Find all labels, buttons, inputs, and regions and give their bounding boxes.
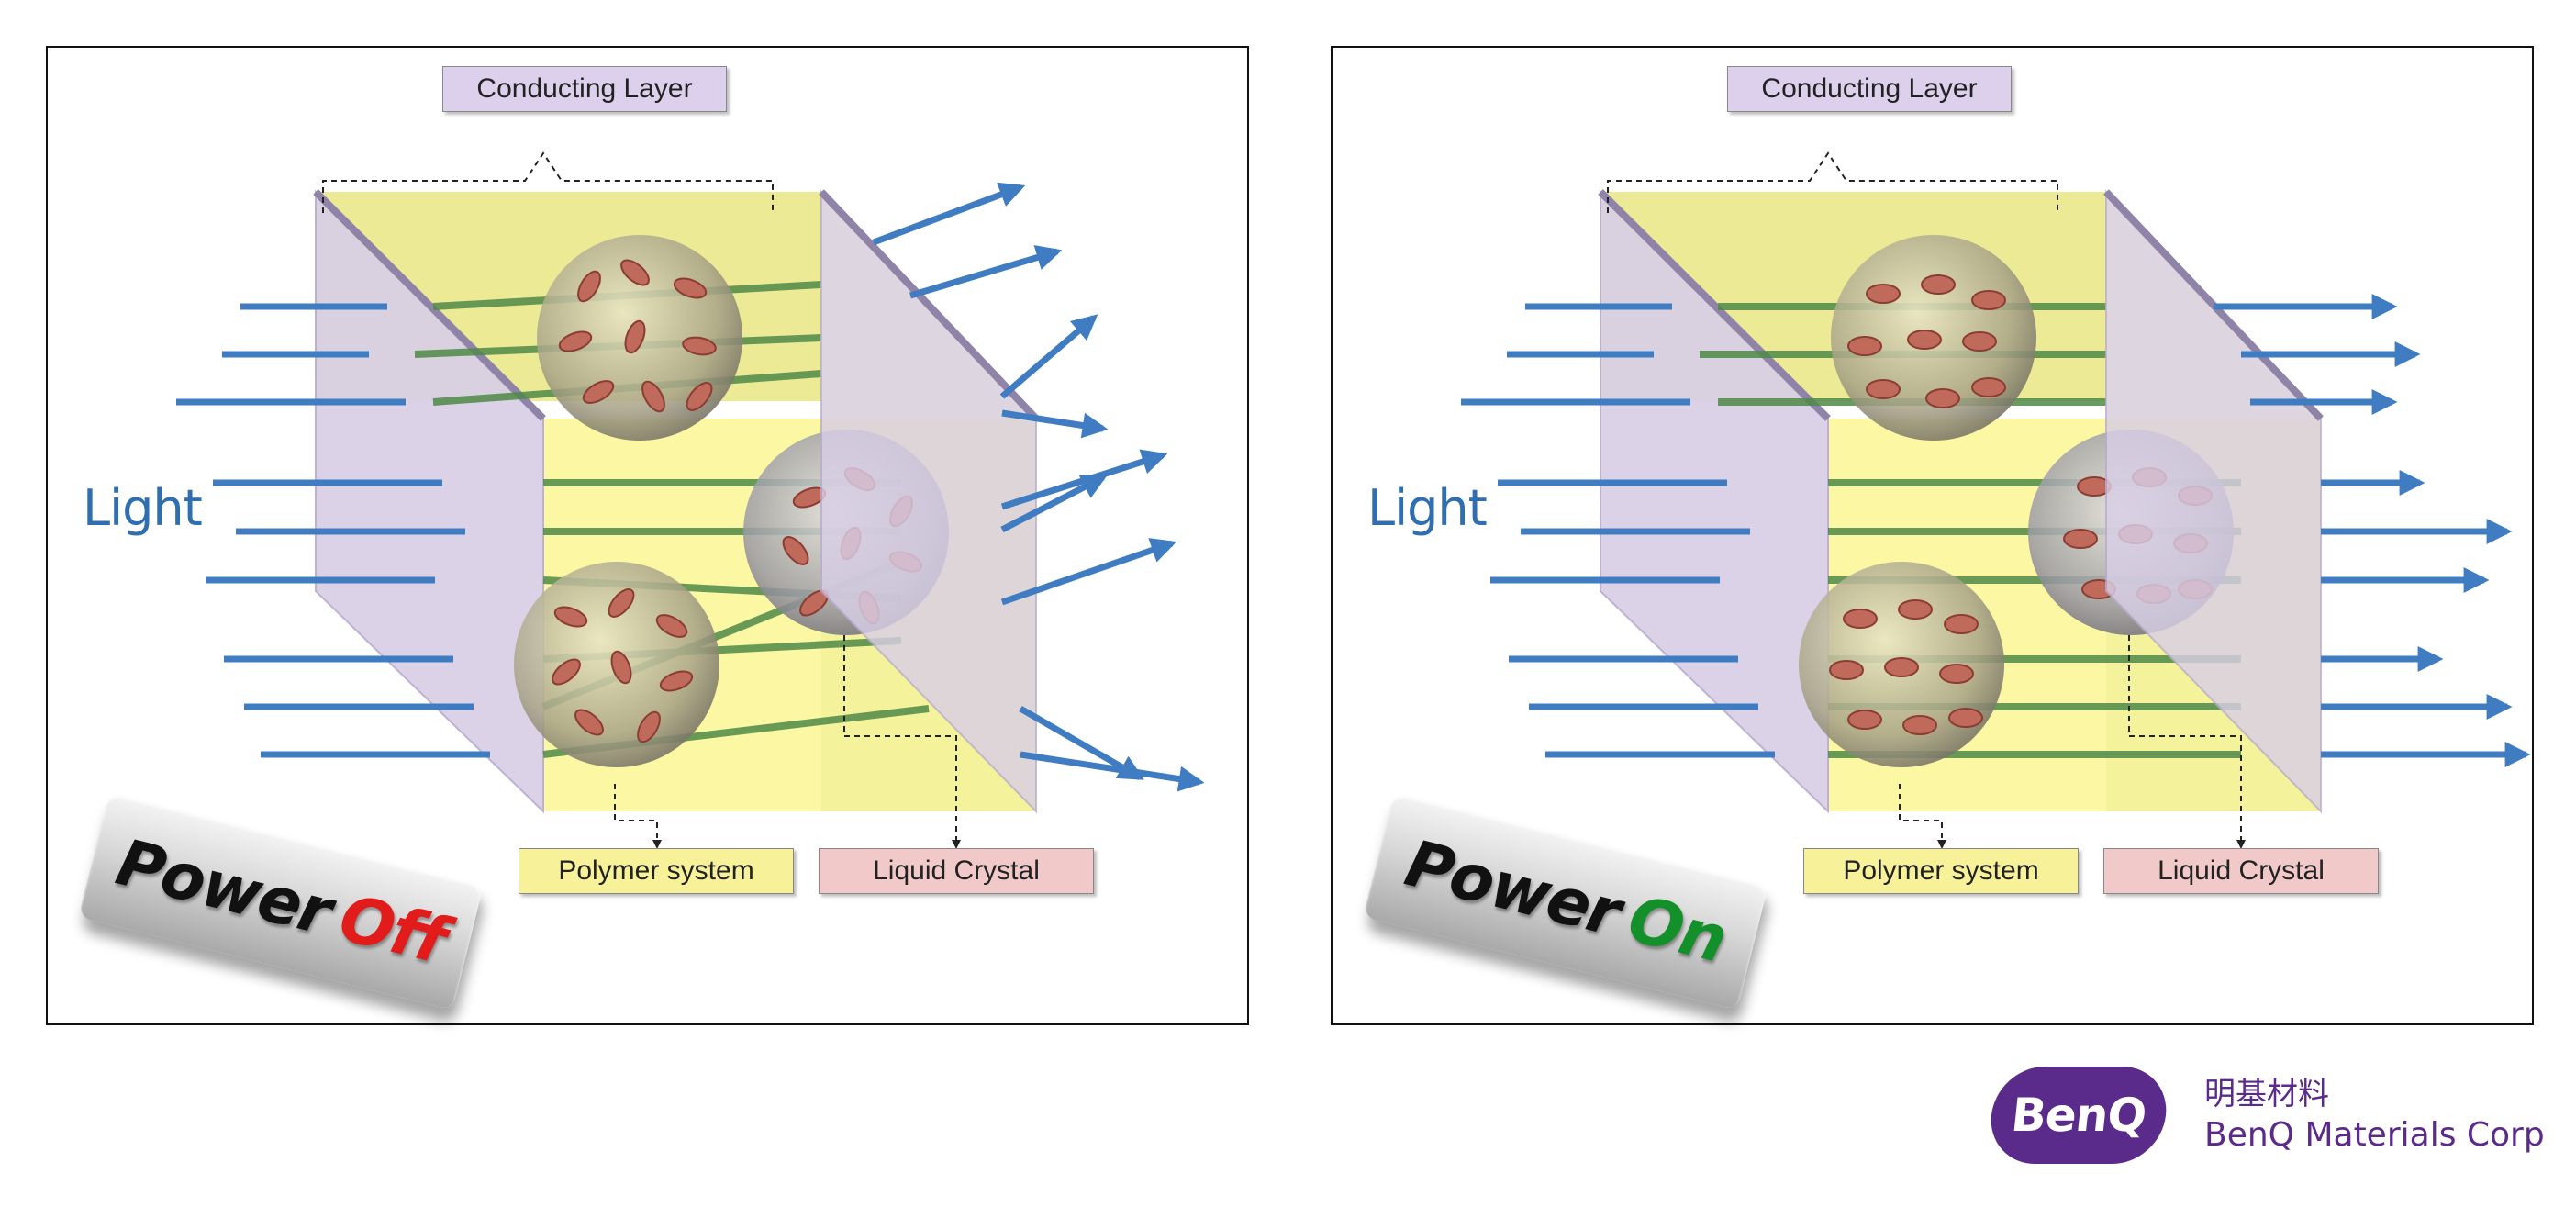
pdlc-diagram-off [176,151,1205,849]
polymer-droplet-top [1831,235,2036,441]
power-word: Power [109,824,339,950]
conducting-layer-label: Conducting Layer [1727,66,2012,112]
polymer-droplet-bottom [514,562,719,767]
brand-text: 明基材料 BenQ Materials Corp [2204,1075,2545,1156]
polymer-system-label: Polymer system [1803,848,2079,894]
benq-logo-text: BenQ [2008,1089,2149,1142]
liquid-crystal-label: Liquid Crystal [2103,848,2379,894]
conducting-layer-label: Conducting Layer [442,66,727,112]
power-off-panel: Conducting Layer Light Polymer system Li… [46,46,1249,1025]
power-state-off: Off [331,879,452,978]
light-label: Light [1367,479,1488,537]
brand-name-english: BenQ Materials Corp [2204,1115,2545,1154]
power-on-panel: Conducting Layer Light Polymer system Li… [1331,46,2534,1025]
polymer-system-label: Polymer system [519,848,794,894]
polymer-droplet-top [537,235,742,441]
polymer-droplet-bottom [1799,562,2004,767]
benq-logo: BenQ [1986,1067,2171,1164]
power-word: Power [1398,825,1627,951]
light-label: Light [83,479,203,537]
benq-materials-brand: BenQ 明基材料 BenQ Materials Corp [1986,1065,2545,1166]
power-state-on: On [1621,880,1734,978]
brand-name-chinese: 明基材料 [2204,1076,2329,1113]
pdlc-diagram-on [1461,151,2531,849]
liquid-crystal-label: Liquid Crystal [819,848,1094,894]
